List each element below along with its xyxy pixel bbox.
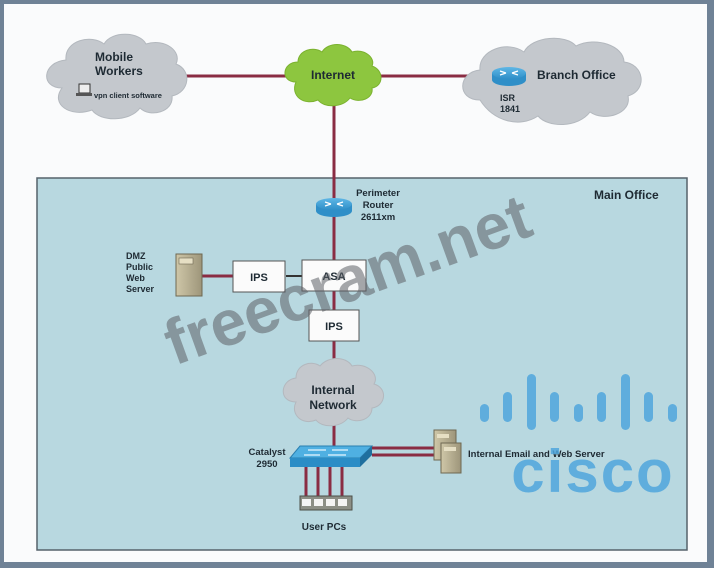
- mobile-workers-title-1: Mobile: [95, 50, 133, 64]
- links: [185, 74, 505, 500]
- main-office-zone: [36, 177, 688, 551]
- isr-model-label: 1841: [500, 104, 520, 114]
- ips-dmz-label: IPS: [250, 272, 268, 284]
- perimeter-router-label-1: Perimeter: [356, 188, 400, 199]
- dmz-server-icon: [175, 253, 203, 297]
- internal-network-label-1: Internal: [311, 383, 354, 397]
- ips-dmz-box: [232, 260, 286, 293]
- catalyst-label-1: Catalyst: [249, 447, 287, 458]
- internet-label: Internet: [311, 68, 355, 82]
- branch-office-label: Branch Office: [537, 68, 616, 82]
- cisco-wordmark: cisco: [511, 438, 674, 505]
- dmz-label-2: Public: [126, 262, 153, 272]
- perimeter-router-label-2: Router: [363, 200, 394, 211]
- ips-internal-box: [308, 309, 360, 342]
- laptop-icon: [76, 83, 92, 96]
- internal-network-cloud: Internal Network: [282, 358, 384, 427]
- internet-cloud: Internet: [284, 44, 382, 107]
- catalyst-label-2: 2950: [256, 459, 277, 470]
- dmz-label-4: Server: [126, 284, 155, 294]
- user-pcs-icon: [299, 495, 353, 511]
- cisco-logo-icon: [480, 374, 677, 430]
- ips-internal-label: IPS: [325, 321, 343, 333]
- internal-network-label-2: Network: [309, 398, 357, 412]
- perimeter-router-label-3: 2611xm: [361, 212, 395, 223]
- internal-server-label: Internal Email and Web Server: [468, 449, 605, 460]
- vpn-client-label: vpn client software: [94, 91, 162, 100]
- perimeter-router-icon: [316, 198, 352, 217]
- asa-label: ASA: [322, 271, 345, 283]
- dmz-label-3: Web: [126, 273, 145, 283]
- main-office-label: Main Office: [594, 188, 659, 202]
- catalyst-switch-icon: [288, 445, 374, 467]
- user-pcs-label: User PCs: [302, 522, 347, 533]
- branch-office-cloud: Branch Office ISR 1841: [462, 37, 642, 126]
- isr-router-icon: [492, 67, 526, 86]
- mobile-workers-title-2: Workers: [95, 64, 143, 78]
- asa-box: [301, 259, 367, 292]
- internal-server-icon: [433, 429, 462, 474]
- mobile-workers-cloud: Mobile Workers vpn client software: [46, 33, 188, 120]
- isr-label: ISR: [500, 93, 516, 103]
- dmz-label-1: DMZ: [126, 251, 146, 261]
